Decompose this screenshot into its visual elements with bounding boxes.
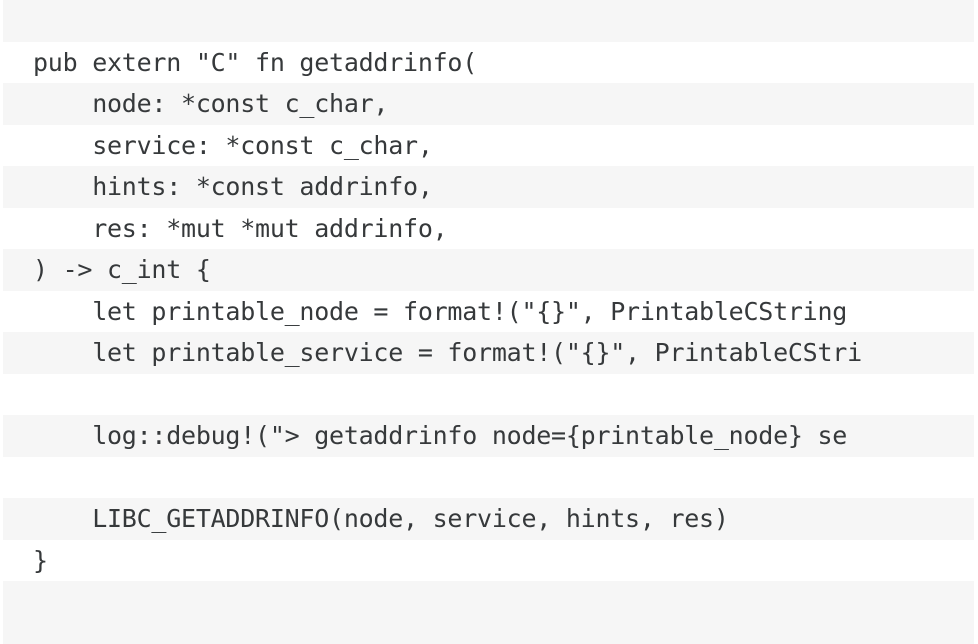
code-line: let printable_service = format!("{}", Pr… [3,332,974,374]
code-line: res: *mut *mut addrinfo, [3,207,974,249]
code-line [3,456,974,498]
code-line: service: *const c_char, [3,124,974,166]
code-line: let printable_node = format!("{}", Print… [3,290,974,332]
code-line [3,0,974,42]
code-line: hints: *const addrinfo, [3,166,974,208]
code-scroll-container[interactable]: pub extern "C" fn getaddrinfo( node: *co… [3,0,974,644]
code-line: LIBC_GETADDRINFO(node, service, hints, r… [3,498,974,540]
code-line: ) -> c_int { [3,249,974,291]
code-lines: pub extern "C" fn getaddrinfo( node: *co… [3,0,974,623]
code-content: pub extern "C" fn getaddrinfo( node: *co… [3,0,974,623]
code-line [3,581,974,623]
code-line: } [3,539,974,581]
code-line: pub extern "C" fn getaddrinfo( [3,41,974,83]
code-line: log::debug!("> getaddrinfo node={printab… [3,415,974,457]
code-line [3,373,974,415]
code-line: node: *const c_char, [3,83,974,125]
